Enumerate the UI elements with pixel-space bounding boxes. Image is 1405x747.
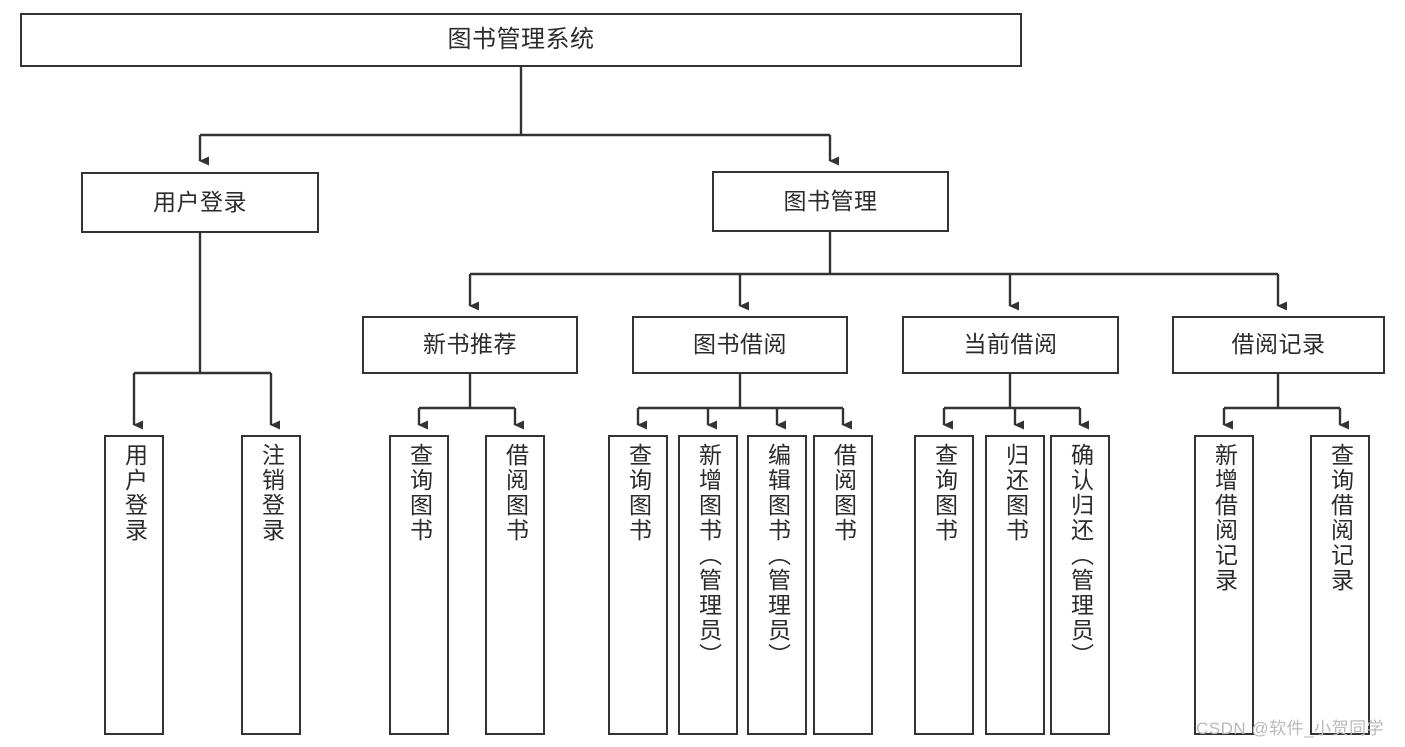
- node-root[interactable]: 图书管理系统: [20, 13, 1022, 67]
- node-label: 归还图书: [1002, 443, 1029, 543]
- node-label: 注销登录: [258, 443, 285, 543]
- watermark-label: CSDN @软件_小贺同学: [1196, 719, 1385, 738]
- node-label: 用户登录: [153, 188, 247, 215]
- node-user-login[interactable]: 用户登录: [81, 172, 319, 233]
- node-leaf-borrow-book-2[interactable]: 借阅图书: [813, 435, 873, 735]
- node-label: 用户登录: [121, 443, 148, 543]
- node-label: 新增图书（管理员）: [695, 443, 722, 668]
- node-leaf-add-record[interactable]: 新增借阅记录: [1194, 435, 1254, 735]
- node-leaf-query-book-3[interactable]: 查询图书: [914, 435, 974, 735]
- node-leaf-add-book[interactable]: 新增图书（管理员）: [678, 435, 738, 735]
- node-label: 图书管理: [783, 187, 878, 214]
- node-label: 借阅图书: [830, 443, 857, 543]
- node-label: 查询图书: [931, 443, 958, 543]
- node-label: 编辑图书（管理员）: [764, 443, 791, 668]
- node-label: 查询图书: [406, 443, 433, 543]
- node-leaf-edit-book[interactable]: 编辑图书（管理员）: [747, 435, 807, 735]
- node-leaf-logout[interactable]: 注销登录: [241, 435, 301, 735]
- node-leaf-confirm-return[interactable]: 确认归还（管理员）: [1050, 435, 1110, 735]
- node-current-borrow[interactable]: 当前借阅: [902, 316, 1119, 374]
- node-leaf-query-book-2[interactable]: 查询图书: [608, 435, 668, 735]
- node-leaf-return-book[interactable]: 归还图书: [985, 435, 1045, 735]
- node-leaf-query-record[interactable]: 查询借阅记录: [1310, 435, 1370, 735]
- node-borrow-record[interactable]: 借阅记录: [1172, 316, 1385, 374]
- node-leaf-borrow-book-1[interactable]: 借阅图书: [485, 435, 545, 735]
- node-label: 图书管理系统: [447, 25, 595, 53]
- node-new-book-rec[interactable]: 新书推荐: [362, 316, 578, 374]
- node-label: 确认归还（管理员）: [1067, 443, 1094, 668]
- node-label: 新书推荐: [423, 331, 517, 358]
- node-label: 查询借阅记录: [1327, 443, 1354, 593]
- node-label: 借阅记录: [1231, 331, 1326, 358]
- node-label: 借阅图书: [502, 443, 529, 543]
- node-label: 当前借阅: [963, 331, 1058, 358]
- node-book-borrow[interactable]: 图书借阅: [632, 316, 848, 374]
- node-book-manage[interactable]: 图书管理: [712, 171, 949, 232]
- node-label: 图书借阅: [693, 331, 787, 358]
- node-leaf-query-book-1[interactable]: 查询图书: [389, 435, 449, 735]
- node-label: 查询图书: [625, 443, 652, 543]
- node-label: 新增借阅记录: [1211, 443, 1238, 593]
- node-leaf-user-login[interactable]: 用户登录: [104, 435, 164, 735]
